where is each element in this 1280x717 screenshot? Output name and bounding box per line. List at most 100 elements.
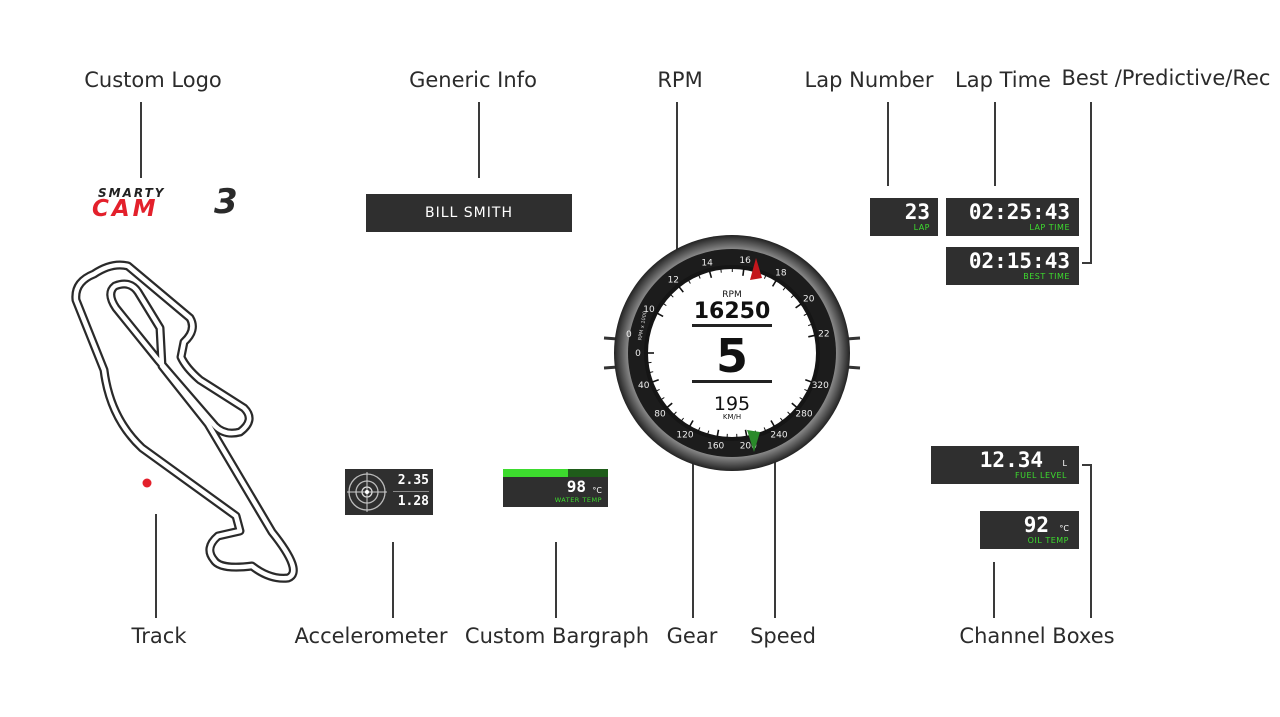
fuel-level-box: 12.34 L FUEL LEVEL xyxy=(931,446,1079,484)
rpm-tick-label-tick xyxy=(662,302,667,307)
label-accelerometer: Accelerometer xyxy=(294,624,448,648)
lap-number-value: 23 xyxy=(904,200,930,224)
gauge-divider-top xyxy=(692,324,772,327)
speed-tick-label-tick xyxy=(666,402,673,409)
rpm-tick-label-tick xyxy=(808,323,813,327)
speed-tick-label-tick xyxy=(791,402,798,409)
rpm-tick-label-tick xyxy=(670,294,674,298)
water-temp-box: 98 °C WATER TEMP xyxy=(503,469,608,507)
rpm-tick-label-10: 10 xyxy=(643,305,655,315)
crosshair-icon xyxy=(347,472,387,512)
label-generic-info: Generic Info xyxy=(409,68,537,92)
driver-name: BILL SMITH xyxy=(425,205,513,221)
water-temp-value: 98 xyxy=(566,477,586,496)
leader-track xyxy=(155,514,157,618)
speed-tick-label-tick xyxy=(660,397,665,401)
speed-tick-label-320: 320 xyxy=(812,381,829,391)
gauge-rpm-value: 16250 xyxy=(694,299,771,324)
speed-tick-label-tick xyxy=(744,429,748,437)
rpm-tick-label-tick xyxy=(808,334,816,338)
label-track: Track xyxy=(131,624,187,648)
speed-tick-label-tick xyxy=(680,417,684,422)
leader-best-v xyxy=(1090,102,1092,264)
label-custom-logo: Custom Logo xyxy=(84,68,222,92)
label-gear: Gear xyxy=(666,624,718,648)
leader-channel-boxes-v xyxy=(1090,464,1092,618)
rpm-tick-label-tick xyxy=(753,271,756,276)
label-rpm: RPM xyxy=(657,68,703,92)
rpm-tick-label-16: 16 xyxy=(739,256,751,266)
rpm-tick-label-tick xyxy=(742,268,745,276)
water-temp-caption: WATER TEMP xyxy=(554,496,602,504)
speed-tick-label-tick xyxy=(754,430,757,435)
label-lap-time: Lap Time xyxy=(955,68,1051,92)
lap-time-caption: LAP TIME xyxy=(1029,223,1070,232)
track-outline xyxy=(71,260,298,583)
speed-tick-label-40: 40 xyxy=(638,381,650,391)
speed-tick-label-tick xyxy=(804,388,809,392)
gauge-wing-right-top xyxy=(803,336,861,344)
gauge-ring-dark xyxy=(628,249,836,457)
rpm-tick-label-tick xyxy=(795,303,802,309)
speed-tick-label-tick xyxy=(655,388,660,392)
gauge-face xyxy=(644,265,820,441)
gauge-bezel xyxy=(614,235,850,471)
speed-tick-label-280: 280 xyxy=(795,409,812,419)
rpm-tick-label-tick xyxy=(763,274,767,279)
smartycam-logo: SMARTY CAM 3 xyxy=(90,182,252,226)
lap-number-caption: LAP xyxy=(913,223,930,232)
speed-tick-label-tick xyxy=(697,427,701,432)
gauge-divider-bottom xyxy=(692,380,772,383)
lap-number-box: 23 LAP xyxy=(870,198,938,236)
rpm-tick-label-0: 0 xyxy=(626,330,632,340)
speed-tick-label-tick xyxy=(787,411,791,416)
fuel-level-value: 12.34 xyxy=(979,448,1043,472)
rpm-tick-label-22: 22 xyxy=(818,330,829,340)
water-temp-bar-fill xyxy=(503,469,569,477)
oil-temp-box: 92 °C OIL TEMP xyxy=(980,511,1079,549)
label-best-time: Best /Predictive/Rec xyxy=(1061,66,1271,90)
logo-line2: CAM xyxy=(92,196,159,222)
rpm-tick-label-tick xyxy=(698,274,701,279)
label-speed: Speed xyxy=(750,624,816,648)
speed-tick-label-tick xyxy=(780,417,784,422)
logo-line3: 3 xyxy=(214,182,238,222)
leader-gear-h xyxy=(692,354,704,356)
rpm-tick-label-tick xyxy=(803,313,808,316)
rpm-tick-label-14: 14 xyxy=(701,258,713,268)
rpm-tick-label-tick xyxy=(790,294,795,298)
speed-tick-label-0: 0 xyxy=(635,349,641,359)
gauge-wing-left-bottom xyxy=(603,362,661,370)
gauge-rpm-side-label: RPM x 1000 xyxy=(637,311,648,341)
leader-bargraph xyxy=(555,542,557,618)
rpm-tick-label-tick xyxy=(656,312,664,318)
rpm-tick-label-tick xyxy=(720,268,722,273)
rpm-tick-label-18: 18 xyxy=(775,269,787,279)
speed-tick-label-tick xyxy=(651,378,659,383)
speed-tick-label-tick xyxy=(716,429,720,437)
speed-tick-label-tick xyxy=(799,397,804,401)
gauge-speed-value: 195 xyxy=(714,393,750,415)
fuel-level-caption: FUEL LEVEL xyxy=(1014,471,1067,480)
leader-custom-logo xyxy=(140,102,142,178)
gauge-wing-right-bottom xyxy=(803,362,861,370)
lap-time-value: 02:25:43 xyxy=(968,200,1070,224)
leader-generic-info xyxy=(478,102,480,178)
gauge-speed-unit: KM/H xyxy=(723,413,741,421)
rpm-tick-label-20: 20 xyxy=(803,295,815,305)
rpm-tick-label-tick xyxy=(771,279,777,287)
fuel-level-unit: L xyxy=(1062,459,1067,468)
speed-tick-label-tick xyxy=(763,427,767,432)
accel-value-2: 1.28 xyxy=(397,494,429,509)
oil-temp-value: 92 xyxy=(1023,513,1049,537)
speed-tick-label-200: 200 xyxy=(740,442,757,452)
oil-temp-caption: OIL TEMP xyxy=(1027,536,1069,545)
best-time-caption: BEST TIME xyxy=(1023,272,1070,281)
accelerometer-box: 2.35 1.28 xyxy=(345,469,433,515)
best-time-value: 02:15:43 xyxy=(968,249,1070,273)
leader-oil-temp xyxy=(993,562,995,618)
label-custom-bargraph: Custom Bargraph xyxy=(464,624,650,648)
track-inner xyxy=(73,262,296,581)
logo-line1: SMARTY xyxy=(98,186,166,200)
